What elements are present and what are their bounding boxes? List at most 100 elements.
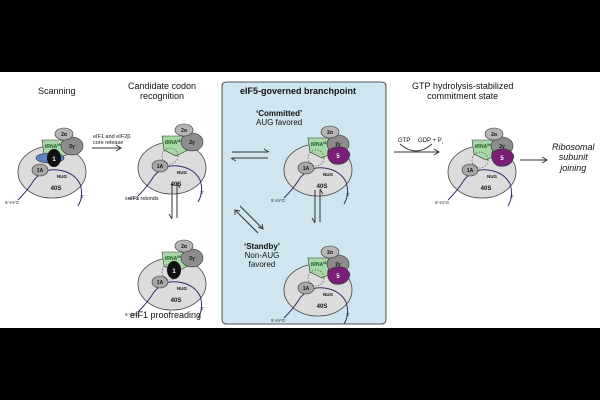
label-40s: 40S: [481, 186, 492, 192]
stage-label-scanning: Scanning: [38, 86, 76, 96]
label-trna-met: Met: [57, 143, 64, 147]
label-40s: 40S: [317, 304, 328, 310]
label-mrna-3prime: 3’: [510, 194, 514, 199]
stage-label-gtp-line1: GTP hydrolysis-stabilized: [412, 81, 514, 91]
joining-arrow: [520, 156, 548, 164]
label-mrna-3prime: 3’: [80, 194, 84, 199]
label-eif2-alpha: 2α: [491, 132, 498, 138]
label-eif5: 5: [500, 156, 504, 162]
label-mrna-5prime: 5’-m⁷G: [271, 198, 285, 203]
mrna-strand: [137, 165, 203, 203]
label-trna-met: Met: [323, 261, 330, 265]
label-eif1a: 1A: [303, 286, 310, 292]
eif1a-protein: [297, 161, 315, 175]
commit-equilibrium-arrows: [230, 148, 270, 162]
label-eif2-gamma: 2γ: [189, 256, 195, 262]
label-trna: tRNAMet: [165, 139, 184, 146]
release-label: eIF1 and eIF2β core release: [93, 134, 130, 147]
label-eif2-alpha: 2α: [327, 130, 334, 136]
label-eif2-gamma: 2γ: [335, 142, 341, 148]
label-mrna-5prime: 5’-m⁷G: [125, 312, 139, 317]
pi-subscript: i: [441, 140, 443, 146]
label-trna: tRNAMet: [475, 143, 494, 150]
label-mrna-3prime: 3’: [200, 190, 204, 195]
label-eif1a: 1A: [303, 166, 310, 172]
state-label-committed: ‘Committed’ AUG favored: [256, 109, 302, 127]
mrna-strand: [283, 287, 349, 325]
label-eif2-alpha: 2α: [181, 128, 188, 134]
stage-label-candidate-line1: Candidate codon: [128, 81, 197, 91]
label-trna: tRNAMet: [165, 255, 184, 262]
label-eif1a: 1A: [37, 168, 44, 174]
stage-label-candidate-line2: recognition: [140, 91, 185, 102]
stage-label-gtp-line2: commitment state: [427, 91, 499, 102]
state-label-committed-title: ‘Committed’: [256, 109, 303, 118]
release-arrow: [92, 144, 122, 152]
label-codon: NUG: [323, 292, 333, 297]
label-40s: 40S: [171, 298, 182, 304]
eif1a-protein: [31, 163, 49, 177]
stage-label-branchpoint: eIF5-governed branchpoint: [240, 86, 357, 96]
label-mrna-3prime: 3’: [200, 306, 204, 311]
label-mrna-5prime: 5’-m⁷G: [271, 318, 285, 323]
label-40s: 40S: [51, 186, 62, 192]
stage-label-joining: Ribosomal subunit joining: [552, 142, 595, 173]
state-label-standby: ‘Standby’ Non-AUG favored: [244, 242, 280, 270]
eif1a-protein: [461, 163, 479, 177]
label-mrna-3prime: 3’: [346, 192, 350, 197]
gdp-pi-label: GDP + Pi: [418, 138, 443, 146]
label-eif1a: 1A: [157, 280, 164, 286]
stage-label-joining-line1: Ribosomal: [552, 142, 595, 152]
figure: 40S5’-m⁷G3’1ANUGtRNAMet2γ2α2β140S5’-m⁷G3…: [0, 72, 600, 328]
stage-label-joining-line3: joining: [560, 162, 587, 173]
label-eif2-gamma: 2γ: [335, 262, 341, 268]
diagram-canvas: 40S5’-m⁷G3’1ANUGtRNAMet2γ2α2β140S5’-m⁷G3…: [5, 81, 548, 325]
label-trna-met: Met: [487, 143, 494, 147]
label-trna-met: Met: [323, 141, 330, 145]
eif2-alpha: [54, 127, 74, 141]
eif1a-protein: [151, 159, 169, 173]
label-40s: 40S: [317, 184, 328, 190]
mrna-strand: [447, 169, 513, 207]
label-trna: tRNAMet: [45, 143, 64, 150]
gdp-pi-text: GDP + P: [418, 138, 442, 144]
label-eif1a: 1A: [157, 164, 164, 170]
release-label-line2: core release: [93, 140, 124, 147]
eif2-alpha: [174, 239, 194, 253]
label-eif2-gamma: 2γ: [499, 144, 505, 150]
mrna-strand: [283, 167, 349, 205]
committed-standby-arrows: [311, 188, 324, 224]
eif1-protein: [47, 149, 61, 167]
gtp-label: GTP: [398, 138, 411, 144]
label-mrna-5prime: 5’-m⁷G: [125, 196, 139, 201]
label-codon: NUG: [323, 172, 333, 177]
mrna-strand: [137, 281, 203, 319]
rebinds-label: eIF1 rebinds: [128, 196, 159, 202]
label-eif5: 5: [336, 274, 340, 280]
label-codon: NUG: [57, 174, 67, 179]
stage-label-gtp: GTP hydrolysis-stabilized commitment sta…: [412, 81, 513, 102]
eif5-protein: [327, 146, 351, 165]
mrna-strand: [17, 169, 83, 207]
label-codon: NUG: [177, 170, 187, 175]
label-mrna-5prime: 5’-m⁷G: [435, 200, 449, 205]
label-mrna-5prime: 5’-m⁷G: [5, 200, 19, 205]
label-codon: NUG: [487, 174, 497, 179]
label-trna-met: Met: [177, 139, 184, 143]
rebind-equilibrium-arrows: [168, 182, 181, 220]
eif5-protein: [327, 266, 351, 285]
stage-label-proofreading: eIF1 proofreading: [130, 310, 202, 320]
eif2-alpha: [320, 125, 340, 139]
eif1a-protein: [297, 281, 315, 295]
label-trna-met: Met: [177, 255, 184, 259]
label-eif2-gamma: 2γ: [189, 140, 195, 146]
label-eif2-gamma: 2γ: [69, 144, 75, 150]
eif5-protein: [491, 148, 515, 167]
stage-label-joining-line2: subunit: [558, 152, 588, 163]
